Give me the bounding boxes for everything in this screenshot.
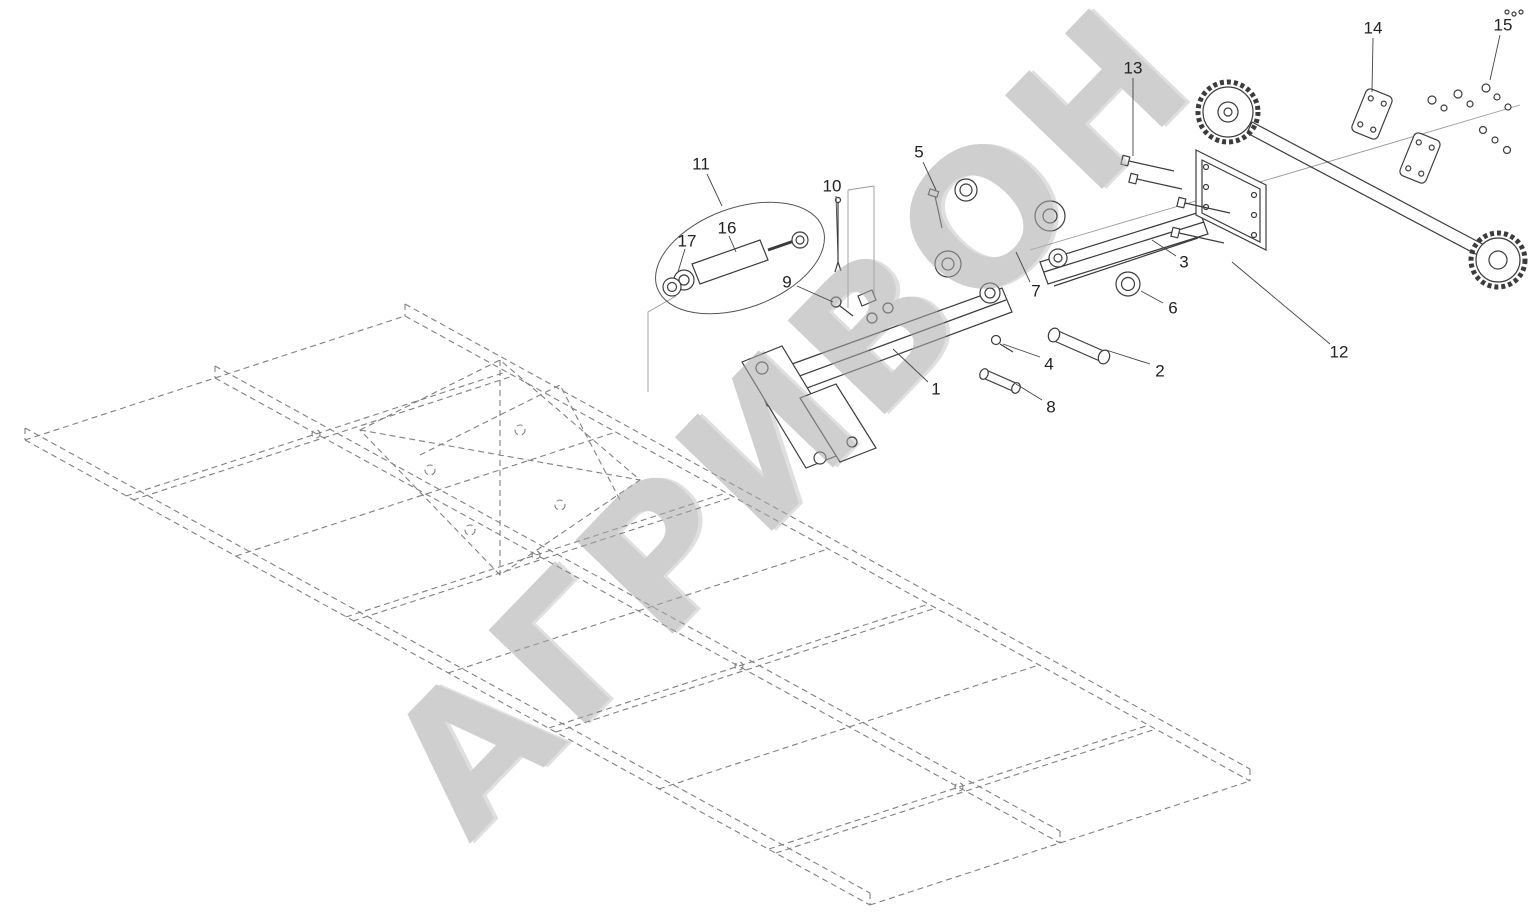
part-15-hardware bbox=[1427, 9, 1524, 155]
exploded-parts-drawing bbox=[662, 9, 1528, 469]
detail-ellipse bbox=[655, 201, 825, 315]
part-3-lift-arm bbox=[1034, 149, 1267, 287]
part-8-pin bbox=[979, 368, 1021, 394]
part-17-ring bbox=[662, 277, 682, 297]
main-frame-drawing bbox=[24, 303, 1251, 906]
part-13-bolts bbox=[1120, 154, 1231, 244]
part-2-pin bbox=[1047, 327, 1111, 365]
axle-and-sprockets bbox=[1195, 79, 1528, 290]
part-6-bushing bbox=[1115, 271, 1141, 297]
part-16-cylinder bbox=[673, 231, 809, 291]
part-14-plates bbox=[1351, 88, 1441, 184]
part-5-bushing bbox=[954, 178, 978, 202]
part-1-rockshaft bbox=[741, 250, 1013, 469]
